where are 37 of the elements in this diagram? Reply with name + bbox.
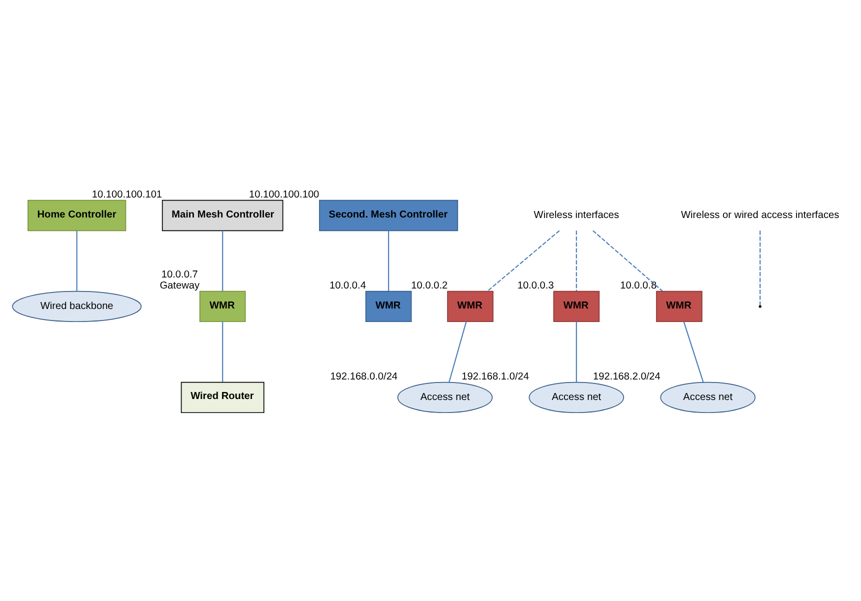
connector: [592, 230, 663, 291]
node-label: 10.100.100.100: [249, 188, 320, 200]
node-box: WMR: [447, 290, 494, 322]
node-label: 10.0.0.4: [329, 280, 366, 291]
connector: [222, 321, 224, 382]
node-box: WMR: [656, 290, 702, 322]
node-box: Second. Mesh Controller: [319, 199, 458, 231]
node-label: 192.168.0.0/24: [330, 370, 398, 382]
node-label: 10.100.100.101: [92, 188, 162, 200]
connector: [683, 321, 704, 382]
node-box: Home Controller: [28, 199, 126, 231]
node-box: WMR: [365, 290, 412, 322]
node-label: 192.168.2.0/24: [593, 370, 660, 382]
connector: [576, 230, 577, 291]
connector: [487, 230, 560, 291]
node-box: Main Mesh Controller: [162, 199, 284, 231]
node-ellipse: Access net: [660, 381, 756, 413]
node-box: WMR: [553, 290, 600, 322]
node-box: Wired Router: [180, 381, 264, 413]
connector: [76, 230, 78, 291]
node-box: WMR: [199, 290, 246, 322]
node-ellipse: Access net: [397, 381, 493, 413]
node-label: 10.0.0.2: [411, 280, 448, 291]
node-text: Wireless interfaces: [534, 210, 620, 221]
node-label: 192.168.1.0/24: [462, 370, 529, 382]
node-ellipse: Wired backbone: [12, 290, 142, 322]
connector: [760, 230, 761, 305]
node-label: Gateway: [160, 280, 200, 291]
node-text: Wireless or wired access interfaces: [681, 210, 840, 221]
node-label: 10.0.0.3: [517, 280, 554, 291]
node-ellipse: Access net: [528, 381, 624, 413]
connector: [222, 230, 224, 291]
node-label: 10.0.0.7: [161, 268, 198, 280]
connector: [576, 321, 577, 382]
connector: [448, 321, 467, 382]
node-label: 10.0.0.8: [620, 280, 657, 291]
connector: [388, 230, 390, 291]
